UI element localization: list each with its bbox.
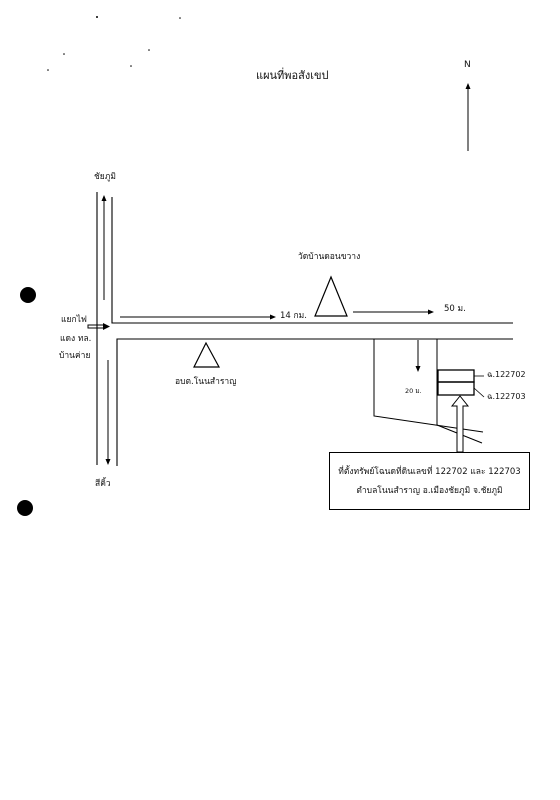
label-junction-1: แยกไฟ [61,315,87,325]
location-pointer-arrow [450,395,470,453]
callout-line-2: ตำบลโนนสำราญ อ.เมืองชัยภูมิ จ.ชัยภูมิ [356,486,503,496]
lane-left [373,339,484,433]
label-junction-2: แดง ทล. [60,334,92,344]
temple-triangle [314,275,348,317]
lane-right [436,339,483,444]
highway-right-edge [111,197,513,466]
property-location-callout: ที่ตั้งทรัพย์โฉนดที่ดินเลขที่ 122702 และ… [329,452,530,510]
label-parcel-122702: ฉ.122702 [487,370,526,379]
label-distance-50m: 50 ม. [444,304,466,314]
label-junction-3: บ้านค่าย [59,351,91,361]
label-distance-20m: 20 ม. [405,387,422,395]
label-distance-14km: 14 กม. [280,311,307,321]
parcel-122703 [437,381,475,396]
label-temple: วัดบ้านดอนขวาง [298,252,361,262]
label-chaiyaphum: ชัยภูมิ [94,172,116,182]
label-sao: อบต.โนนสำราญ [175,377,237,387]
sao-triangle [193,341,221,368]
north-label: N [464,60,471,70]
parcel-122702 [437,369,475,383]
label-sikhiu: สีคิ้ว [95,479,111,489]
punch-hole-top [20,287,36,303]
callout-line-1: ที่ตั้งทรัพย์โฉนดที่ดินเลขที่ 122702 และ… [338,467,521,477]
label-parcel-122703: ฉ.122703 [487,392,526,401]
punch-hole-bottom [17,500,33,516]
junction-pointer [87,324,105,329]
map-title: แผนที่พอสังเขป [256,69,329,82]
